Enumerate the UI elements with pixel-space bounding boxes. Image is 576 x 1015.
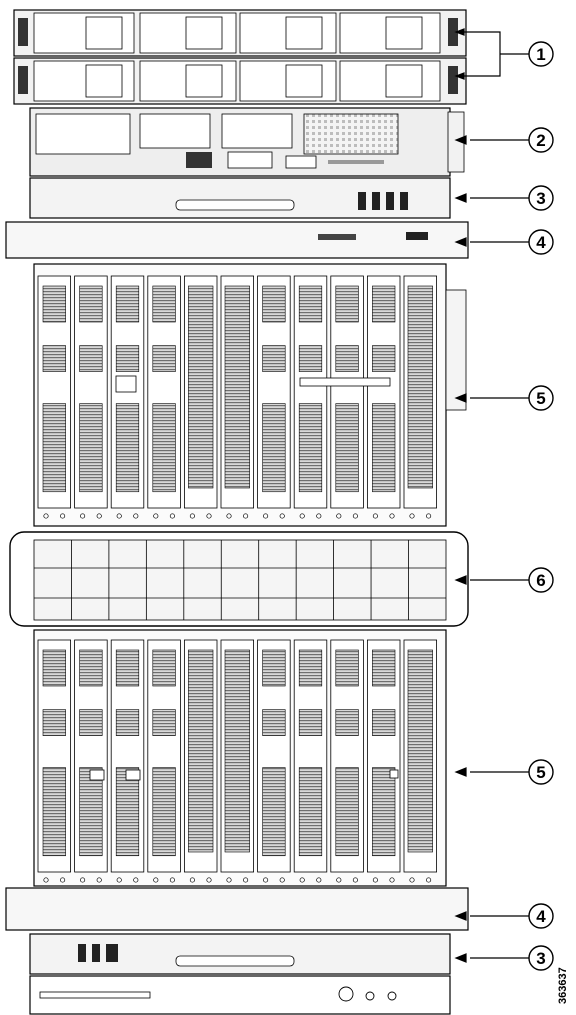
line-card-slot xyxy=(403,275,437,519)
callout-5-top: 5 xyxy=(528,385,554,411)
callout-number: 4 xyxy=(536,907,546,926)
line-card-slot xyxy=(403,639,437,883)
line-card-slot xyxy=(183,639,218,883)
power-panel-top xyxy=(29,177,451,219)
line-card-slot xyxy=(220,639,254,883)
callout-number: 3 xyxy=(536,189,545,208)
line-card-slot xyxy=(110,275,145,519)
callout-4-top: 4 xyxy=(528,229,554,255)
callout-number: 5 xyxy=(536,389,545,408)
callout-number: 1 xyxy=(536,45,545,64)
line-card-slot xyxy=(257,639,291,883)
fan-handles xyxy=(18,18,458,94)
line-card-slot xyxy=(147,639,181,883)
line-card-slot xyxy=(330,639,364,883)
figure-id: 363637 xyxy=(557,967,569,1004)
cable-tray-bottom xyxy=(5,887,469,931)
callout-3-bottom: 3 xyxy=(528,945,554,971)
line-card-slot xyxy=(37,639,71,883)
line-card-slot xyxy=(110,639,145,883)
line-card-slots-top xyxy=(37,275,437,519)
line-card-labels-top xyxy=(115,375,391,393)
line-card-slot xyxy=(147,275,181,519)
line-card-slot xyxy=(293,639,328,883)
callout-4-bottom: 4 xyxy=(528,903,554,929)
line-card-slot xyxy=(220,275,254,519)
line-card-slot xyxy=(330,275,364,519)
line-card-labels-bottom xyxy=(89,769,399,781)
line-card-slot xyxy=(366,639,401,883)
cable-tray-top xyxy=(5,221,469,259)
fan-modules xyxy=(33,12,441,102)
callout-5-bottom: 5 xyxy=(528,759,554,785)
fabric-module-dividers xyxy=(71,540,409,620)
screw-icon xyxy=(387,991,397,1001)
line-card-slot xyxy=(366,275,401,519)
line-card-slot xyxy=(74,639,108,883)
line-card-slot xyxy=(257,275,291,519)
callout-number: 2 xyxy=(536,131,545,150)
fan-tray-group xyxy=(13,9,467,105)
line-card-slot xyxy=(183,275,218,519)
callout-3-top: 3 xyxy=(528,185,554,211)
power-panel-bottom xyxy=(29,933,451,1015)
callout-leaders xyxy=(454,28,530,963)
callout-number: 6 xyxy=(536,571,545,590)
line-card-slot xyxy=(74,275,108,519)
line-card-slot xyxy=(37,275,71,519)
screw-icon xyxy=(365,991,375,1001)
callout-2: 2 xyxy=(528,127,554,153)
fabric-module xyxy=(9,531,469,627)
callout-6: 6 xyxy=(528,567,554,593)
line-card-slot xyxy=(293,275,328,519)
callout-number: 3 xyxy=(536,949,545,968)
callout-number: 4 xyxy=(536,233,546,252)
callout-number: 5 xyxy=(536,763,545,782)
line-card-slots-bottom xyxy=(37,639,437,883)
supervisor-panel xyxy=(29,107,465,177)
callout-1: 1 xyxy=(528,41,554,67)
ground-icon xyxy=(338,986,354,1002)
